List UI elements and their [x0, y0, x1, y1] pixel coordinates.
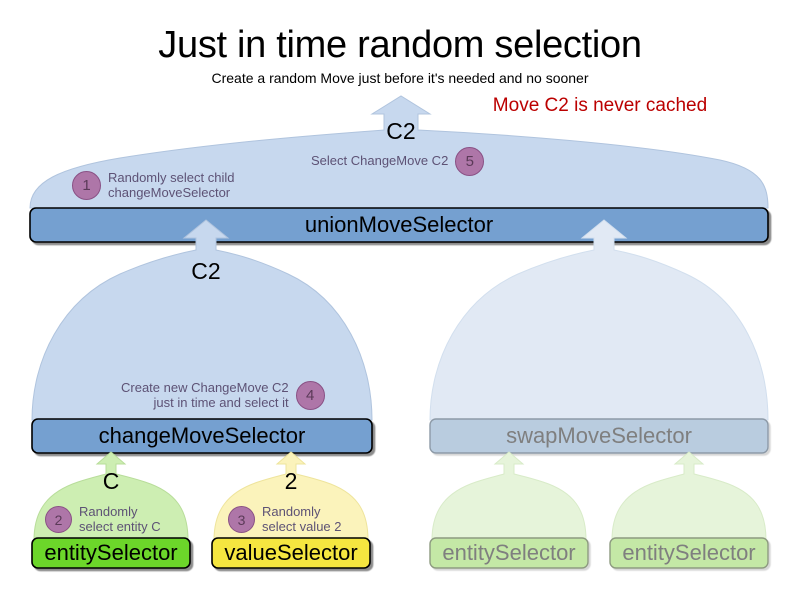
annotation-2: 2 Randomly select entity C [45, 504, 161, 535]
annotation-2-text: Randomly select entity C [79, 504, 161, 534]
annotation-1: 1 Randomly select child changeMoveSelect… [72, 170, 235, 201]
node-swap-box[interactable] [429, 418, 769, 454]
annotation-4: Create new ChangeMove C2 just in time an… [121, 380, 325, 411]
arrow-union-out [29, 95, 769, 209]
node-value-box[interactable] [211, 537, 371, 569]
annotation-5-text: Select ChangeMove C2 [311, 153, 449, 169]
badge-2: 2 [45, 506, 72, 534]
edge-label-value-out: 2 [284, 468, 298, 494]
annotation-1-text: Randomly select child changeMoveSelector [108, 170, 235, 200]
node-entity-left-box[interactable] [31, 537, 191, 569]
edge-label-change-to-union: C2 [191, 258, 221, 284]
node-change-box[interactable] [31, 418, 373, 454]
annotation-4-text: Create new ChangeMove C2 just in time an… [121, 380, 289, 410]
badge-4: 4 [295, 381, 325, 411]
badge-5: 5 [455, 147, 485, 176]
page-subtitle: Create a random Move just before it's ne… [211, 70, 589, 86]
page-title: Just in time random selection [158, 24, 642, 66]
never-cached-note: Move C2 is never cached [492, 95, 708, 116]
arrow-entity-right-1-to-swap [431, 451, 587, 541]
annotation-5: Select ChangeMove C2 5 [311, 147, 485, 176]
badge-1: 1 [72, 171, 101, 201]
node-entity-right-1-box[interactable] [429, 537, 589, 569]
arrow-change-to-union [31, 219, 373, 421]
node-entity-right-2-box[interactable] [609, 537, 769, 569]
edge-label-entity-out: C [102, 468, 120, 494]
annotation-3: 3 Randomly select value 2 [228, 504, 342, 535]
edge-label-union-out: C2 [386, 118, 416, 144]
arrow-entity-right-2-to-swap [611, 451, 767, 541]
annotation-3-text: Randomly select value 2 [262, 504, 342, 534]
arrow-swap-to-union [429, 219, 769, 421]
badge-3: 3 [228, 506, 255, 534]
node-union-box[interactable] [29, 207, 769, 243]
arrow-entity-left-to-change [33, 451, 189, 541]
